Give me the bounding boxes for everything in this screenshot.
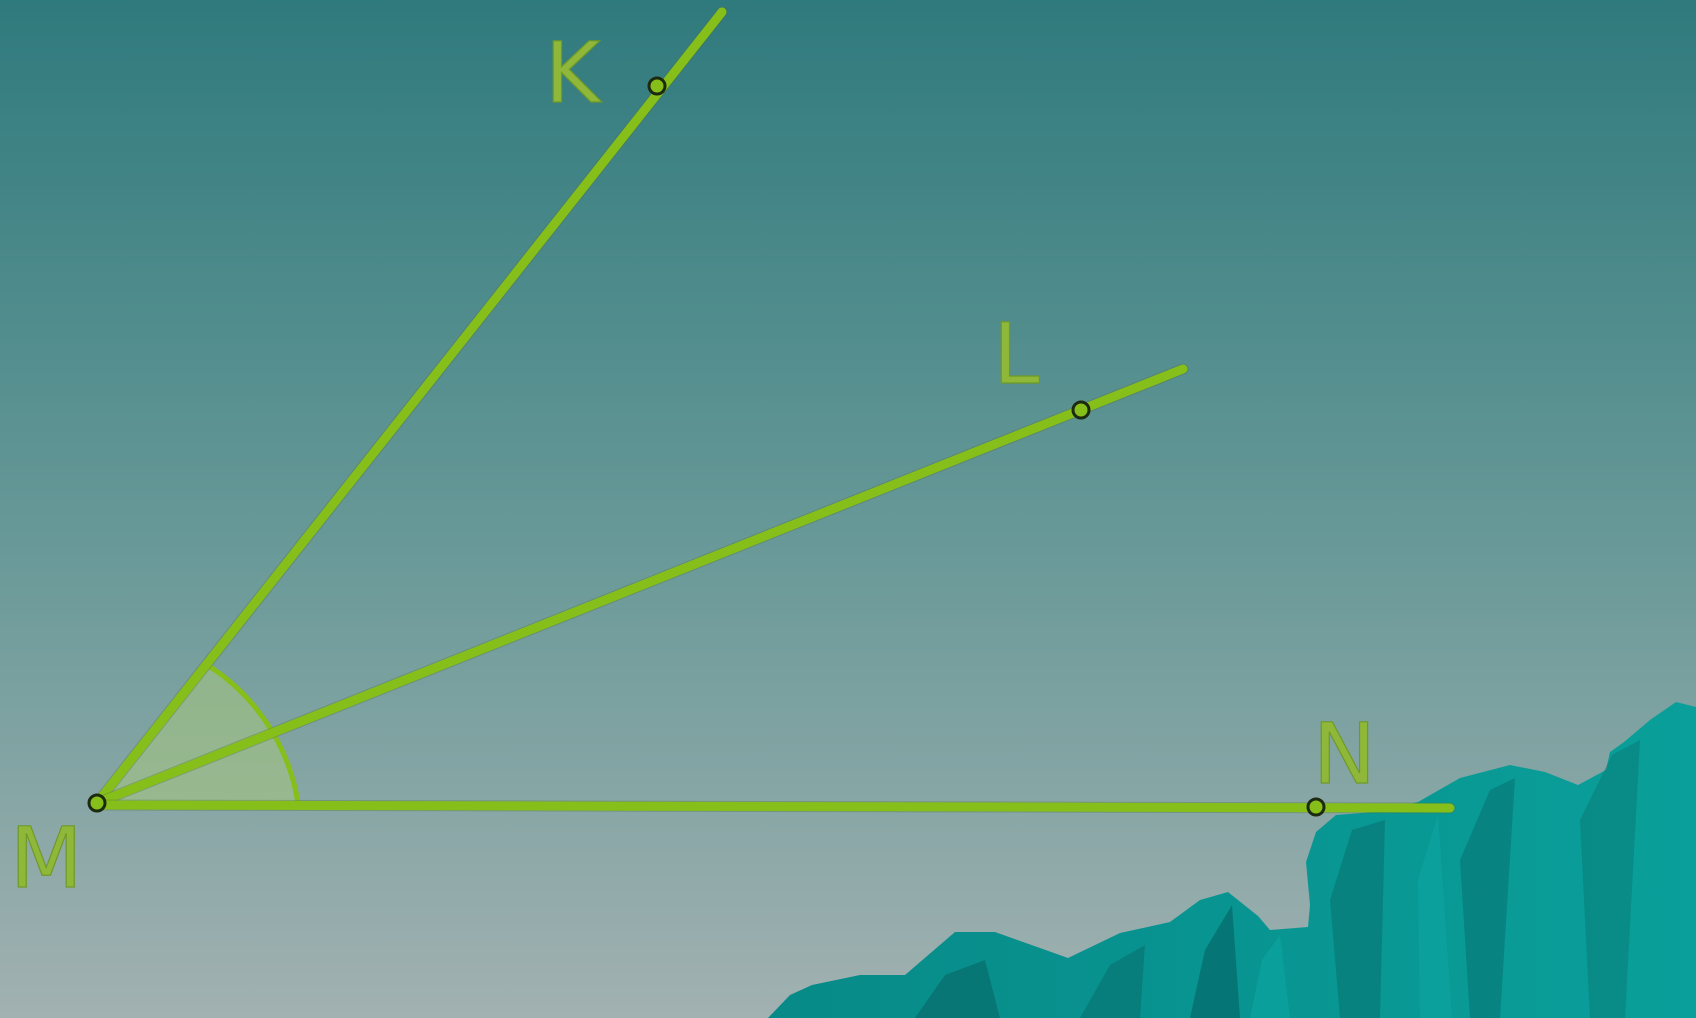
label-n: N (1313, 705, 1376, 803)
point-k (647, 76, 667, 96)
angle-arc (202, 660, 301, 804)
label-m: M (10, 809, 82, 907)
ray-mk (91, 6, 728, 809)
angle-sector (97, 663, 298, 803)
label-l: L (993, 305, 1040, 403)
rock-decoration (768, 702, 1696, 1018)
label-k: K (545, 24, 602, 122)
point-l (1071, 400, 1091, 420)
point-n (1306, 797, 1326, 817)
ray-ml (91, 363, 1189, 809)
point-m (87, 793, 107, 813)
ray-mn (91, 799, 1456, 814)
